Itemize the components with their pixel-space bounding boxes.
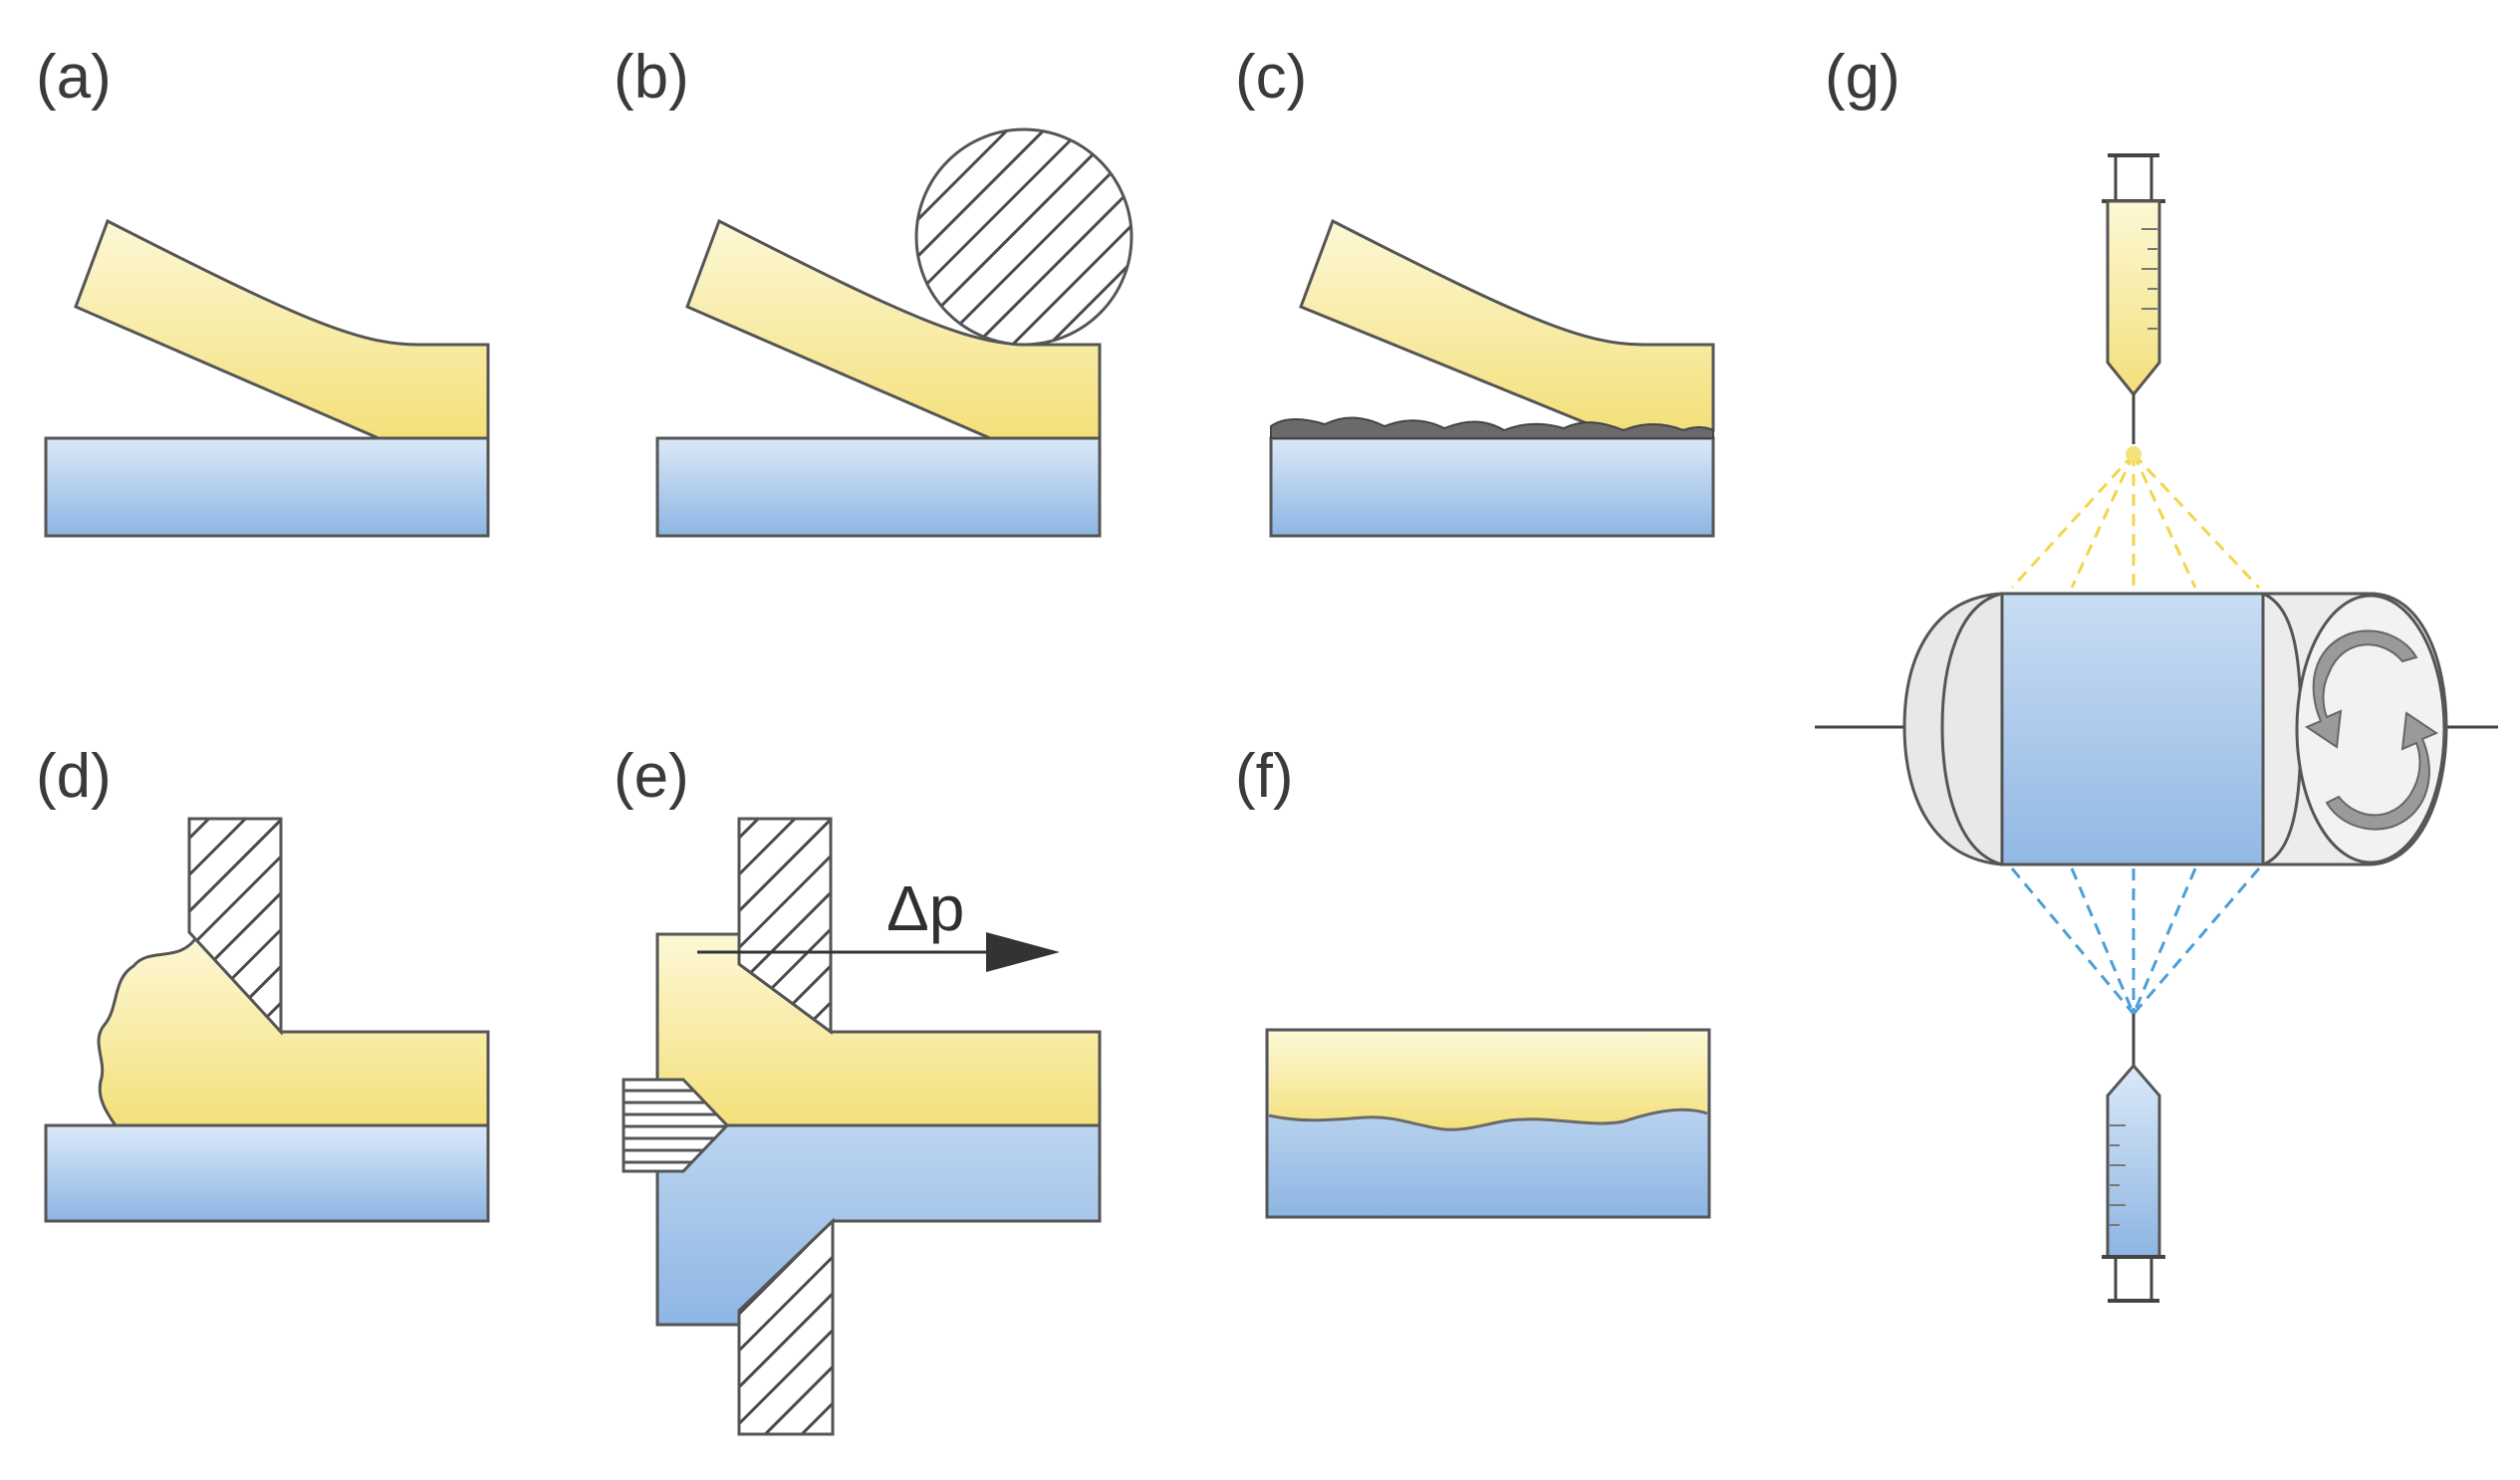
bilayer-outline [1265, 1028, 1711, 1219]
lower-die-e [737, 1217, 835, 1436]
rotation-arrow-top [2304, 629, 2418, 749]
substrate-b [655, 436, 1102, 538]
panel-e-label: (e) [614, 742, 689, 811]
adhesive-strip-b [685, 218, 1102, 440]
substrate-c [1269, 436, 1715, 538]
panel-g: (g) [1815, 43, 2498, 1303]
separator-blade [622, 1078, 730, 1173]
panel-e: (e) Δp [614, 742, 1102, 1436]
spray-origin-yellow [2126, 446, 2142, 462]
panel-f: (f) [1235, 742, 1711, 1219]
die-d [187, 817, 283, 1036]
panel-d-label: (d) [36, 742, 112, 811]
substrate-d [44, 1123, 490, 1223]
panel-g-label: (g) [1825, 43, 1900, 112]
panel-a-label: (a) [36, 43, 112, 112]
panel-d: (d) [36, 742, 490, 1223]
adhesive-layer-f [1269, 1032, 1707, 1130]
top-syringe [2102, 153, 2165, 444]
substrate-e [655, 1123, 1102, 1327]
substrate-a [44, 436, 490, 538]
bottom-syringe [2102, 1014, 2165, 1303]
panel-b: (b) [614, 43, 1134, 538]
pressure-arrow-head [986, 932, 1060, 972]
panel-b-label: (b) [614, 43, 689, 112]
upper-die-e [737, 817, 833, 1035]
panel-f-label: (f) [1235, 742, 1294, 811]
adhesive-strip-a [74, 218, 490, 440]
panel-c-label: (c) [1235, 43, 1307, 112]
particle-layer [1270, 416, 1714, 439]
adhesive-layer-e [655, 932, 1102, 1127]
wavy-interface [1268, 1108, 1708, 1131]
roller [914, 127, 1134, 347]
rotation-arrow-bottom [2325, 711, 2439, 831]
panel-c: (c) [1235, 43, 1715, 538]
panel-a: (a) [36, 43, 490, 538]
rotating-drum [1902, 592, 2448, 866]
yellow-spray [2010, 452, 2261, 590]
adhesive-blob-d [97, 933, 490, 1127]
blue-spray [2010, 867, 2261, 1015]
adhesive-strip-c [1299, 218, 1715, 432]
pressure-label: Δp [886, 872, 964, 944]
